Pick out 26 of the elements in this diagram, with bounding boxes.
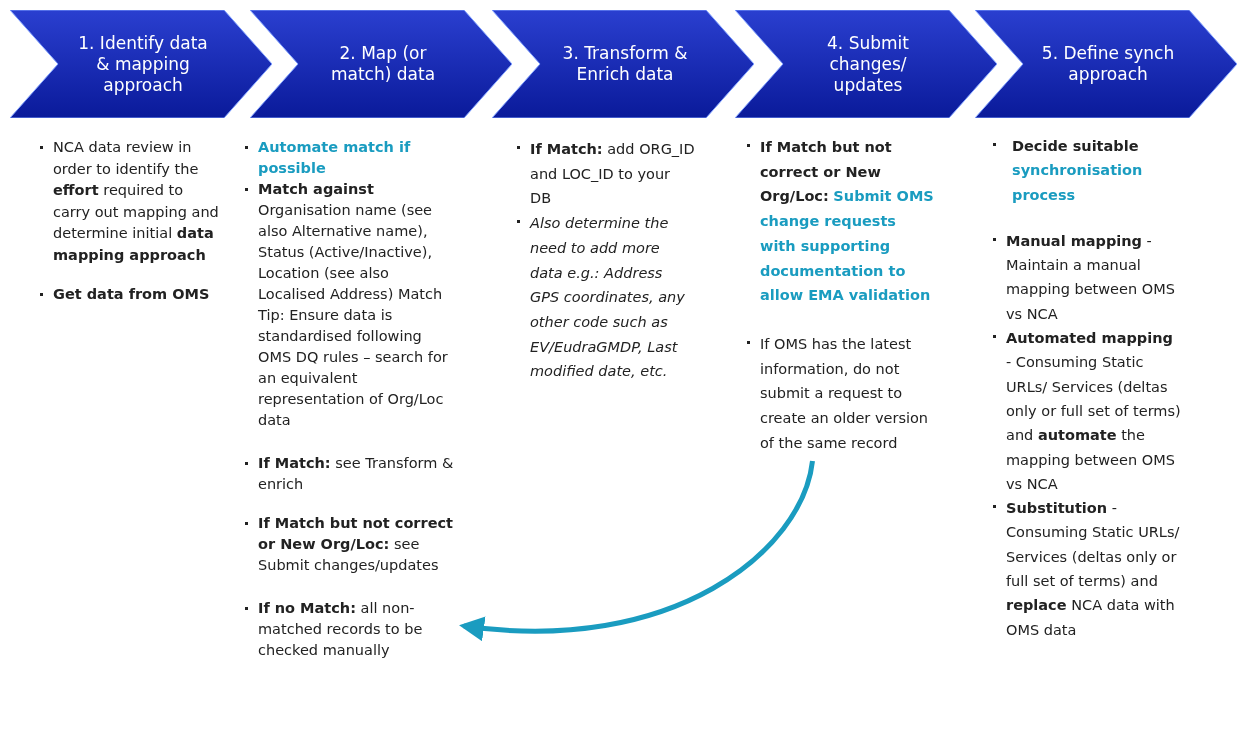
curved-arrow xyxy=(459,460,815,641)
step-title: 2. Map (or match) data xyxy=(329,43,437,85)
step-title: 5. Define synch approach xyxy=(1040,43,1176,85)
bullet-text: Automated mapping - Consuming Static URLs/ Services (deltas only or full set of terms) and automate the mapping between OMS vs NCA xyxy=(1006,330,1181,492)
bullet-text: If no Match: all non-matched records to be checked manually xyxy=(258,600,423,658)
chevron-step xyxy=(975,10,1237,118)
chevron-step xyxy=(492,10,754,118)
bullet-text: Substitution - Consuming Static URLs/ Services (deltas only or full set of terms) and replace NCA data with OMS data xyxy=(1006,500,1180,638)
chevron-step xyxy=(10,10,272,118)
bullet-text: If OMS has the latest information, do not submit a request to create an older version of the same record xyxy=(760,335,929,451)
chevron-step xyxy=(250,10,512,118)
bullet-text: Get data from OMS xyxy=(53,286,210,302)
bullet-text: Match against Organisation name (see also Alternative name), Status (Active/Inactive), Location (see also Localised Address) Match Tip: Ensure data is standardised following OMS DQ rules – search for an equivalent representation of Org/Loc data xyxy=(258,181,448,428)
bullet-text: If Match: see Transform & enrich xyxy=(258,455,454,492)
bullet-text: If Match but not correct or New Org/Loc: see Submit changes/updates xyxy=(258,515,454,573)
step-title: 4. Submit changes/ updates xyxy=(826,32,910,96)
bullet-text: NCA data review in order to identify the effort required to carry out mapping and determine initial data mapping approach xyxy=(53,139,219,263)
bullet-text: Decide suitable synchronisation process xyxy=(1012,138,1143,203)
step-title: 3. Transform & Enrich data xyxy=(561,43,689,85)
step-title: 1. Identify data & mapping approach xyxy=(77,32,209,96)
bullet-text: Also determine the need to add more data e.g.: Address GPS coordinates, any other code such as EV/EudraGMDP, Last modified date, etc. xyxy=(530,215,685,380)
bullet-text: Automate match if possible xyxy=(258,139,411,176)
bullet-text: If Match but not correct or New Org/Loc: Submit OMS change requests with supporting documentation to allow EMA validation xyxy=(760,139,934,304)
bullet-text: If Match: add ORG_ID and LOC_ID to your DB xyxy=(530,141,695,207)
chevron-step xyxy=(735,10,997,118)
bullet-text: Manual mapping - Maintain a manual mapping between OMS vs NCA xyxy=(1006,232,1175,322)
